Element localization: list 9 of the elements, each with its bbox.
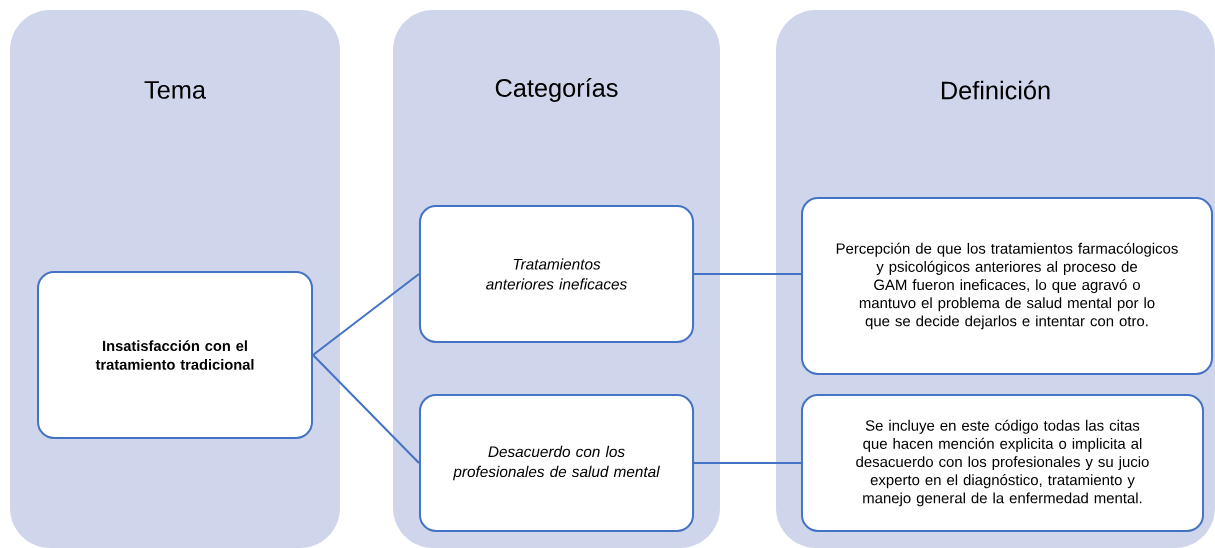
connector-line bbox=[693, 462, 803, 464]
category-box: Tratamientos anteriores ineficaces bbox=[418, 205, 695, 343]
connector-line bbox=[693, 273, 803, 275]
definition-box: Percepción de que los tratamientos farmacólogicos y psicológicos anteriores al proceso de GAM fueron ineficaces, lo que agravó o mantuvo el problema de salud mental por lo que se decide dejarlos e intentar con otro. bbox=[801, 197, 1213, 375]
connector-line bbox=[312, 273, 420, 356]
category-box: Desacuerdo con los profesionales de salud mental bbox=[418, 394, 695, 532]
definition-box: Se incluye en este código todas las citas que hacen mención explicita o implicita al desacuerdo con los profesionales y su jucio experto en el diagnóstico, tratamiento y manejo general de la enfermedad mental. bbox=[800, 394, 1205, 532]
theme-box: Insatisfacción con el tratamiento tradicional bbox=[37, 271, 313, 439]
connector-line bbox=[312, 354, 420, 464]
